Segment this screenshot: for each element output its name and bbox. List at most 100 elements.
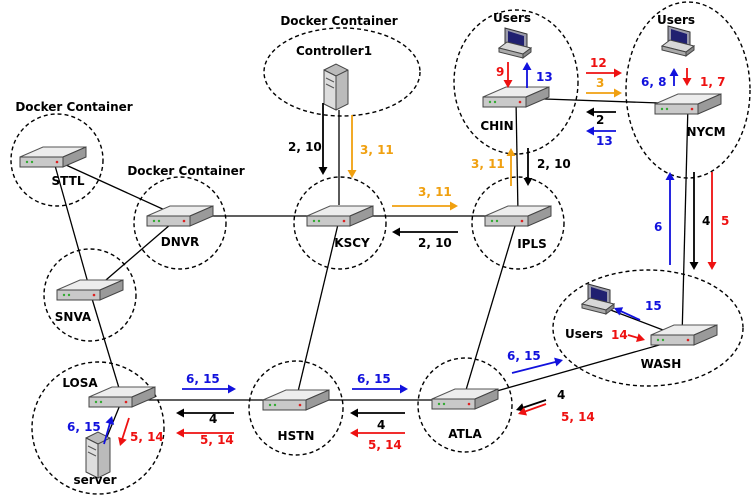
wash-atla-red-arrow	[518, 403, 547, 416]
losa-hstn-flow-label: 6, 15	[186, 372, 220, 386]
wash-nycm-flow-label: 6	[654, 220, 662, 234]
atla-hstn-black-flow-label: 4	[377, 418, 385, 432]
dnvr-label: DNVR	[161, 235, 200, 249]
wash-user-blue-arrow	[614, 307, 641, 321]
link-ipls-chin	[515, 99, 519, 215]
hstn-losa-red-flow-label: 5, 14	[200, 433, 234, 447]
kscy-router-icon	[306, 205, 374, 227]
kscy-ipls-arrow	[392, 201, 458, 211]
nycm-user-in-flow-label: 1, 7	[700, 75, 725, 89]
controller-container-boundary	[263, 27, 421, 117]
hstn-label: HSTN	[278, 429, 315, 443]
chin-users-computer-icon	[498, 27, 532, 59]
snva-label: SNVA	[55, 310, 92, 324]
atla-wash-arrow	[511, 357, 563, 374]
controller-server-icon	[323, 63, 349, 111]
losa-container-boundary	[31, 361, 165, 495]
wash-users-computer-icon	[581, 283, 615, 315]
nycm-wash-red-arrow	[707, 172, 717, 270]
ipls-chin-flow-label: 3, 11	[471, 157, 505, 171]
chin-user-out-flow-label: 13	[536, 70, 553, 84]
losa-hstn-arrow	[182, 384, 236, 394]
hstn-atla-flow-label: 6, 15	[357, 372, 391, 386]
server-up-arrow	[103, 416, 115, 445]
hstn-losa-black-flow-label: 4	[209, 412, 217, 426]
ipls-kscy-arrow	[392, 227, 458, 237]
docker-container-left-label: Docker Container	[15, 100, 132, 114]
chin-nycm-orange-arrow	[586, 88, 622, 98]
chin-user-in-arrow	[503, 62, 513, 88]
dnvr-container-boundary	[133, 176, 227, 270]
chin-nycm-red-flow-label: 12	[590, 56, 607, 70]
nycm-wash-red-flow-label: 5	[721, 214, 729, 228]
nycm-users-computer-icon	[661, 25, 695, 57]
kscy-container-boundary	[293, 176, 387, 270]
wash-nycm-arrow	[665, 172, 675, 265]
nycm-user-out-arrow	[669, 68, 679, 86]
nycm-label: NYCM	[686, 125, 725, 139]
hstn-container-boundary	[248, 360, 344, 456]
sttl-label: STTL	[52, 174, 85, 188]
ipls-router-icon	[484, 205, 552, 227]
hstn-atla-arrow	[352, 384, 408, 394]
kscy-label: KSCY	[334, 236, 370, 250]
nycm-chin-blue-flow-label: 13	[596, 134, 613, 148]
wash-router-icon	[650, 324, 718, 346]
snva-router-icon	[56, 279, 124, 301]
server-down-arrow	[118, 417, 130, 446]
docker-container-top-label: Docker Container	[280, 14, 397, 28]
ctrl-down-arrow	[318, 103, 328, 175]
chin-ipls-arrow	[523, 148, 533, 186]
chin-label: CHIN	[480, 119, 513, 133]
losa-server-icon	[85, 431, 111, 479]
server-label: server	[73, 473, 116, 487]
wash-atla-red-flow-label: 5, 14	[561, 410, 595, 424]
snva-container-boundary	[43, 248, 137, 342]
server-down-flow-label: 5, 14	[130, 430, 164, 444]
nycm-wash-black-arrow	[689, 172, 699, 270]
ipls-chin-arrow	[506, 148, 516, 186]
atla-router-icon	[431, 388, 499, 410]
atla-hstn-red-arrow	[350, 428, 405, 438]
link-atla-wash	[464, 337, 685, 401]
kscy-ipls-flow-label: 3, 11	[418, 185, 452, 199]
ctrl-up-flow-label: 3, 11	[360, 143, 394, 157]
chin-nycm-red-arrow	[586, 68, 622, 78]
chin-container-boundary	[453, 9, 579, 155]
chin-router-icon	[482, 86, 550, 108]
nycm-wash-black-flow-label: 4	[702, 214, 710, 228]
hstn-router-icon	[262, 389, 330, 411]
wash-user-blue-flow-label: 15	[645, 299, 662, 313]
link-snva-losa	[89, 291, 123, 399]
ipls-label: IPLS	[517, 237, 547, 251]
nycm-chin-blue-arrow	[586, 126, 616, 136]
nycm-user-out-flow-label: 6, 8	[641, 75, 666, 89]
link-ipls-atla	[462, 215, 519, 401]
chin-ipls-flow-label: 2, 10	[537, 157, 571, 171]
sttl-router-icon	[19, 146, 87, 168]
ipls-kscy-flow-label: 2, 10	[418, 236, 452, 250]
ipls-container-boundary	[471, 176, 565, 270]
atla-label: ATLA	[448, 427, 482, 441]
losa-router-icon	[88, 386, 156, 408]
flow-arrows	[103, 62, 717, 446]
wash-user-red-arrow	[627, 333, 645, 343]
chin-user-out-arrow	[522, 62, 532, 88]
wash-user-red-flow-label: 14	[611, 328, 628, 342]
docker-container-mid-label: Docker Container	[127, 164, 244, 178]
wash-users-label: Users	[565, 327, 603, 341]
link-nycm-wash	[681, 103, 689, 339]
dnvr-router-icon	[146, 205, 214, 227]
atla-hstn-black-arrow	[350, 408, 405, 418]
nycm-router-icon	[654, 93, 722, 115]
chin-nycm-orange-flow-label: 3	[596, 76, 604, 90]
losa-label: LOSA	[62, 376, 98, 390]
hstn-losa-red-arrow	[176, 428, 234, 438]
atla-hstn-red-flow-label: 5, 14	[368, 438, 402, 452]
wash-label: WASH	[641, 357, 682, 371]
nycm-user-in-arrow	[682, 68, 692, 86]
wash-container-boundary	[552, 269, 744, 387]
controller-label: Controller1	[296, 44, 372, 58]
nycm-users-label: Users	[657, 13, 695, 27]
server-up-flow-label: 6, 15	[67, 420, 101, 434]
